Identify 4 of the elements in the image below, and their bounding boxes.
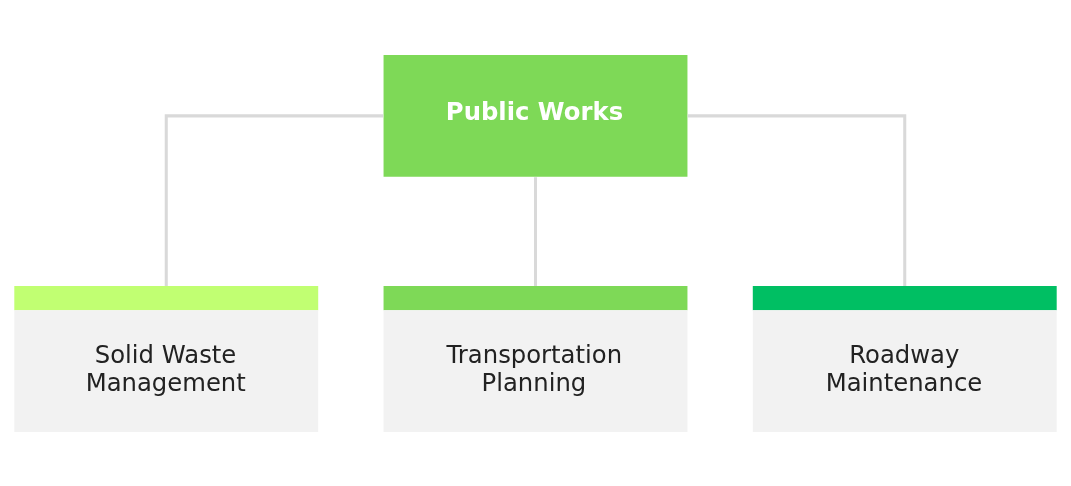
connector <box>687 113 907 286</box>
connector <box>534 176 537 286</box>
node-box: Public Works <box>383 54 688 177</box>
connector <box>164 113 384 286</box>
